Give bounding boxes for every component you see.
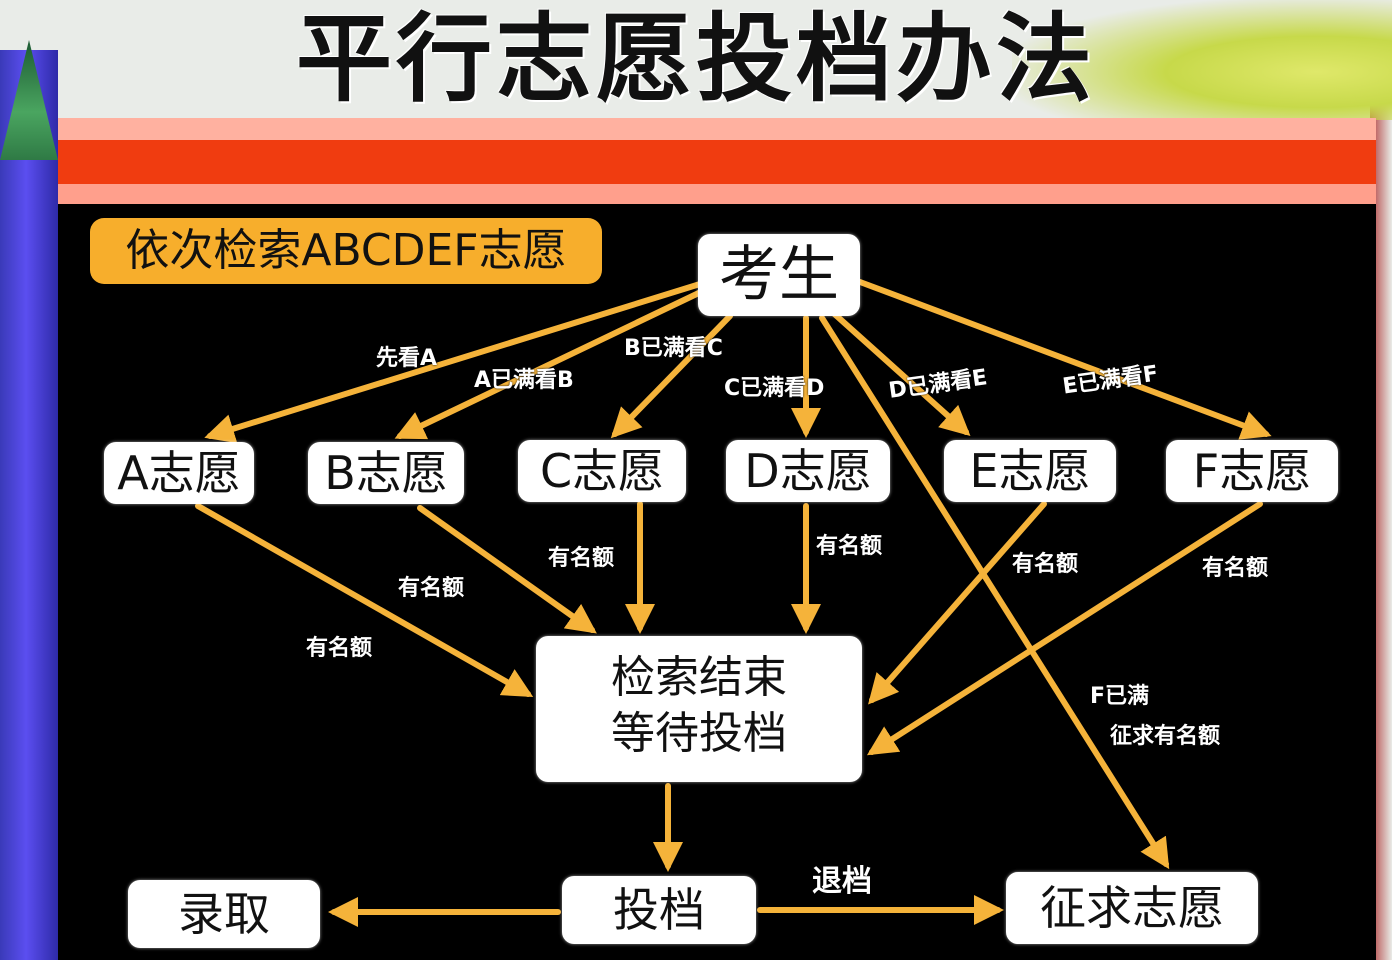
label-quota-a: 有名额 bbox=[306, 636, 373, 661]
arrow-student-to-solicit bbox=[819, 315, 1170, 870]
label-quota-d: 有名额 bbox=[816, 534, 883, 559]
arrow-a-to-end bbox=[195, 503, 534, 697]
label-withdraw: 退档 bbox=[812, 864, 872, 899]
banner-stripe-pink bbox=[58, 184, 1376, 204]
label-quota-c: 有名额 bbox=[548, 546, 615, 571]
arrow-student-to-f bbox=[857, 279, 1272, 440]
arrow-e-to-end bbox=[868, 501, 1047, 705]
label-to-d: C已满看D bbox=[724, 376, 825, 401]
arrow-student-to-c bbox=[610, 313, 733, 439]
arrow-student-to-e bbox=[827, 307, 971, 437]
label-f-full-line2: 征求有名额 bbox=[1110, 724, 1221, 749]
banner-stripe-red bbox=[58, 140, 1376, 184]
search-end-line2: 等待投档 bbox=[611, 708, 787, 759]
node-admit: 录取 bbox=[128, 880, 320, 948]
label-f-full-line1: F已满 bbox=[1090, 684, 1150, 709]
label-to-b: A已满看B bbox=[474, 368, 574, 393]
arrow-student-to-a bbox=[204, 281, 703, 444]
node-student: 考生 bbox=[698, 234, 860, 316]
node-preference-e: E志愿 bbox=[944, 440, 1116, 502]
node-preference-c: C志愿 bbox=[518, 440, 686, 502]
banner-stripe-top bbox=[58, 118, 1376, 140]
page-title: 平行志愿投档办法 bbox=[296, 3, 1096, 115]
arrow-student-to-b bbox=[394, 287, 708, 440]
arrow-f-to-end bbox=[866, 501, 1263, 756]
node-file: 投档 bbox=[562, 876, 756, 944]
decorative-glow bbox=[1012, 0, 1392, 120]
node-preference-f: F志愿 bbox=[1166, 440, 1338, 502]
node-preference-b: B志愿 bbox=[308, 442, 464, 504]
node-preference-a: A志愿 bbox=[104, 442, 254, 504]
arrow-b-to-end bbox=[417, 505, 597, 634]
label-quota-e: 有名额 bbox=[1012, 552, 1079, 577]
label-quota-f: 有名额 bbox=[1202, 556, 1269, 581]
retrieval-order-badge: 依次检索ABCDEF志愿 bbox=[90, 218, 602, 284]
label-to-a: 先看A bbox=[376, 346, 438, 371]
node-preference-d: D志愿 bbox=[726, 440, 890, 502]
node-search-end: 检索结束 等待投档 bbox=[536, 636, 862, 782]
search-end-line1: 检索结束 bbox=[611, 652, 787, 703]
label-to-c: B已满看C bbox=[624, 336, 723, 361]
label-quota-b: 有名额 bbox=[398, 576, 465, 601]
node-solicit: 征求志愿 bbox=[1006, 872, 1258, 944]
decorative-pencil-body bbox=[0, 50, 58, 960]
